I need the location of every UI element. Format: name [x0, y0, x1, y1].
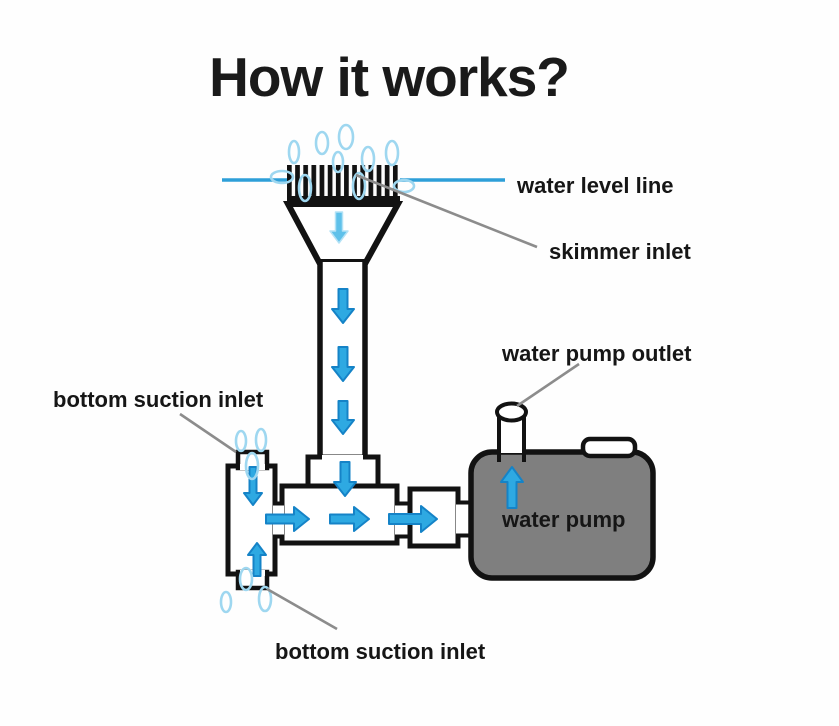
pump-outlet-pipe — [495, 401, 528, 462]
flow-arrow-down-2-icon — [331, 346, 355, 382]
flow-arrow-up-suction-icon — [247, 542, 267, 577]
flow-arrow-down-1-icon — [331, 288, 355, 324]
pump-handle — [580, 436, 638, 459]
flow-arrow-up-pump-icon — [500, 466, 524, 509]
pipe-coupling-opening — [322, 455, 363, 463]
flow-arrow-right-3-icon — [388, 505, 438, 533]
flow-arrow-down-3-icon — [331, 400, 355, 435]
page-title: How it works? — [209, 46, 569, 108]
label-water-level-line: water level line — [516, 173, 674, 198]
flow-arrow-right-2-icon — [329, 506, 370, 532]
bubbles-suction-bottom-icon — [219, 566, 273, 614]
label-bottom-suction-inlet-left: bottom suction inlet — [53, 387, 264, 412]
label-water-pump-outlet: water pump outlet — [501, 341, 692, 366]
leader-line-suction-left — [179, 412, 237, 454]
label-skimmer-inlet: skimmer inlet — [549, 239, 692, 264]
label-bottom-suction-inlet-bottom: bottom suction inlet — [275, 639, 486, 664]
flow-arrow-down-coupling-icon — [333, 461, 357, 497]
flow-arrow-right-1-icon — [265, 506, 310, 532]
leader-line-pump-outlet — [516, 362, 580, 408]
bubbles-skimmer-icon — [269, 123, 416, 203]
flow-arrow-down-funnel-icon — [329, 211, 349, 244]
label-water-pump: water pump — [501, 507, 625, 532]
leader-line-skimmer — [355, 173, 538, 249]
bubbles-suction-top-icon — [234, 427, 268, 481]
leader-line-suction-bottom — [266, 587, 338, 631]
